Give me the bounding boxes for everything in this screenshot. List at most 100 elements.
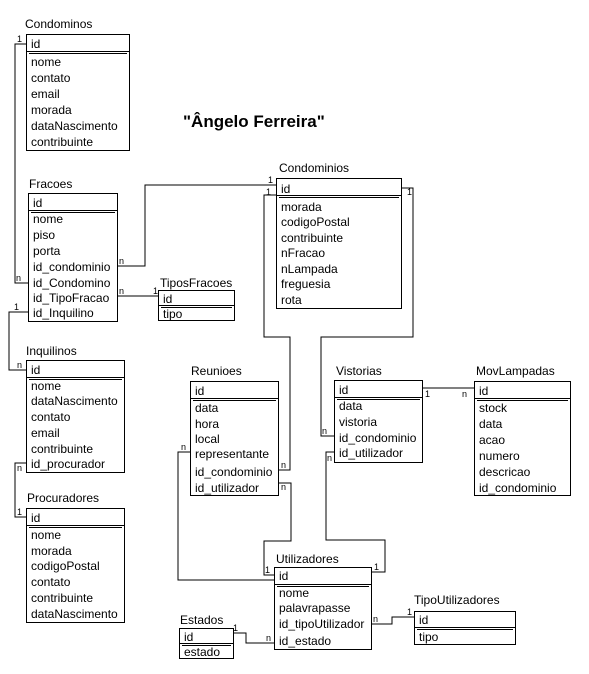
- card-fracoes-n-3: n: [119, 286, 124, 296]
- field-nome: nome: [31, 55, 62, 69]
- field-nLampada: nLampada: [281, 262, 338, 276]
- link-fracoes-condominios: [117, 184, 276, 267]
- card-fracoes-1: 1: [14, 302, 19, 312]
- entity-name-fracoes: Fracoes: [29, 177, 73, 191]
- pk-divider: [415, 612, 515, 630]
- pk-divider: [475, 382, 570, 401]
- entity-movlampadas[interactable]: id stock data acao numero descricao id_c…: [474, 381, 571, 496]
- field-id: id: [195, 384, 205, 398]
- link-reunioes-utilizadores-a: [177, 451, 274, 581]
- entity-name-condominios: Condominios: [279, 161, 350, 175]
- field-id_Condomino: id_Condomino: [33, 276, 111, 290]
- card-utilizadores-n: n: [373, 614, 378, 624]
- entity-reunioes[interactable]: id data hora local representante id_cond…: [190, 381, 279, 496]
- card-tiposfracoes-1: 1: [153, 286, 158, 296]
- field-id: id: [479, 384, 489, 398]
- field-id: id: [184, 630, 194, 644]
- field-dataNascimento: dataNascimento: [31, 119, 118, 133]
- field-id: id: [31, 511, 41, 525]
- field-id_utilizador: id_utilizador: [339, 446, 404, 460]
- entity-inquilinos[interactable]: id nome dataNascimento contato email con…: [26, 360, 125, 473]
- field-descricao: descricao: [479, 465, 531, 479]
- field-id_condominio: id_condominio: [479, 481, 557, 495]
- diagram-title: "Ângelo Ferreira": [183, 112, 325, 131]
- field-contribuinte: contribuinte: [31, 591, 94, 605]
- field-id: id: [33, 196, 43, 210]
- field-contribuinte: contribuinte: [31, 442, 94, 456]
- field-morada: morada: [31, 544, 72, 558]
- entity-name-tiposfracoes: TiposFracoes: [160, 276, 233, 290]
- field-nFracao: nFracao: [281, 246, 326, 260]
- field-tipo: tipo: [163, 307, 183, 321]
- entity-name-utilizadores: Utilizadores: [276, 552, 339, 566]
- card-utilizadores-1b: 1: [374, 562, 379, 572]
- field-id: id: [31, 363, 41, 377]
- field-tipo: tipo: [419, 630, 439, 644]
- card-inquilinos-n: n: [17, 360, 22, 370]
- field-contribuinte: contribuinte: [281, 231, 344, 245]
- link-estados-utilizadores: [233, 632, 274, 644]
- link-condominios-vistorias: [320, 187, 414, 437]
- field-id_estado: id_estado: [279, 634, 332, 648]
- entity-procuradores[interactable]: id nome morada codigoPostal contato cont…: [26, 508, 125, 623]
- field-estado: estado: [184, 645, 221, 659]
- field-id: id: [281, 182, 291, 196]
- entity-estados[interactable]: id estado: [179, 628, 234, 659]
- entity-fracoes[interactable]: id nome piso porta id_condominio id_Cond…: [28, 193, 118, 322]
- pk-divider: [29, 194, 117, 213]
- field-id: id: [419, 613, 429, 627]
- link-fracoes-inquilinos: [8, 311, 28, 371]
- pk-divider: [27, 361, 124, 380]
- field-rota: rota: [281, 293, 302, 307]
- pk-divider: [275, 568, 371, 587]
- card-vistorias-n: n: [322, 426, 327, 436]
- pk-divider: [180, 629, 233, 646]
- field-nome: nome: [279, 586, 310, 600]
- pk-divider: [191, 382, 278, 401]
- entity-tipoutilizadores[interactable]: id tipo: [414, 611, 516, 645]
- field-porta: porta: [33, 244, 61, 258]
- entity-name-inquilinos: Inquilinos: [26, 344, 77, 358]
- field-nome: nome: [31, 379, 62, 393]
- card-fracoes-n-2: n: [119, 256, 124, 266]
- link-reunioes-utilizadores-b: [263, 482, 292, 576]
- entity-utilizadores[interactable]: id nome palavrapasse id_tipoUtilizador i…: [274, 567, 372, 650]
- card-reunioes-n: n: [281, 460, 286, 470]
- entity-name-vistorias: Vistorias: [336, 364, 382, 378]
- link-utilizadores-tipoutilizadores: [371, 616, 414, 625]
- field-contribuinte: contribuinte: [31, 135, 94, 149]
- field-dataNascimento: dataNascimento: [31, 607, 118, 621]
- field-id_utilizador: id_utilizador: [195, 481, 260, 495]
- card-estados-1: 1: [233, 623, 238, 633]
- entity-name-estados: Estados: [180, 613, 224, 627]
- pk-divider: [277, 179, 401, 198]
- field-data: data: [479, 417, 503, 431]
- card-condominos-1: 1: [17, 34, 22, 44]
- card-utilizadores-n-2: n: [266, 633, 271, 643]
- field-email: email: [31, 426, 60, 440]
- field-stock: stock: [479, 401, 508, 415]
- field-codigoPostal: codigoPostal: [281, 215, 350, 229]
- card-movlampadas-n: n: [462, 389, 467, 399]
- card-condominios-1: 1: [268, 175, 273, 185]
- field-palavrapasse: palavrapasse: [279, 601, 351, 615]
- pk-divider: [27, 35, 129, 54]
- field-morada: morada: [31, 103, 72, 117]
- entity-tiposfracoes[interactable]: id tipo: [158, 290, 235, 321]
- field-id: id: [279, 569, 289, 583]
- entity-vistorias[interactable]: id data vistoria id_condominio id_utiliz…: [334, 380, 423, 463]
- card-utilizadores-1a: 1: [265, 565, 270, 575]
- entity-condominos[interactable]: id nome contato email morada dataNascime…: [26, 34, 130, 151]
- entity-condominios[interactable]: id morada codigoPostal contribuinte nFra…: [276, 178, 402, 309]
- card-tipoutilizadores-1: 1: [407, 607, 412, 617]
- field-nome: nome: [33, 212, 64, 226]
- card-fracoes-n-1: n: [16, 273, 21, 283]
- entity-name-movlampadas: MovLampadas: [476, 364, 555, 378]
- entity-name-procuradores: Procuradores: [27, 491, 100, 505]
- pk-divider: [159, 291, 234, 308]
- field-id: id: [31, 37, 41, 51]
- card-inquilinos-n-2: n: [17, 463, 22, 473]
- field-data: data: [195, 401, 219, 415]
- card-condominios-1b: 1: [266, 187, 271, 197]
- field-codigoPostal: codigoPostal: [31, 559, 100, 573]
